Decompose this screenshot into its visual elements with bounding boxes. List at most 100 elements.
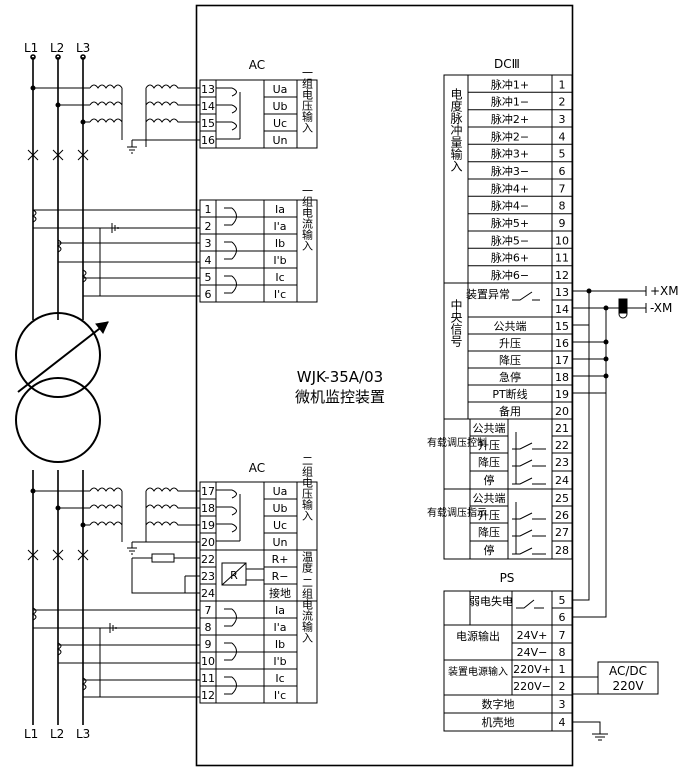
svg-text:22: 22 [555,439,569,452]
svg-text:2: 2 [205,220,212,233]
svg-text:升压: 升压 [478,439,500,452]
svg-text:温度: 温度 [301,551,314,574]
svg-text:220V+: 220V+ [513,663,551,676]
svg-text:3: 3 [205,237,212,250]
svg-text:R+: R+ [272,553,289,566]
svg-text:降压: 降压 [478,455,500,469]
ac-bottom-label: AC [249,461,265,475]
svg-text:21: 21 [555,422,569,435]
svg-text:19: 19 [201,519,215,532]
svg-text:L2: L2 [50,727,64,741]
svg-text:装置电源输入: 装置电源输入 [448,665,508,678]
pulse-pin: 10 [555,234,569,247]
ac-bottom-voltage-block: 17 18 19 20 Ua Ub Uc Un 二组电压输入 [199,455,318,551]
dc3-central-block: 中央信号 装置异常 公共端 升压 降压 急停 PT断线 备用 13 14 15 … [443,282,573,420]
svg-text:二组电流输入: 二组电流输入 [301,577,314,643]
svg-text:23: 23 [555,456,569,469]
svg-text:I'b: I'b [273,655,286,668]
transformer-icon [15,312,109,463]
xm-minus-label: -XM [650,301,672,315]
pulse-pin: 5 [559,148,566,161]
svg-text:Ib: Ib [275,638,285,651]
svg-text:公共端: 公共端 [473,492,506,505]
svg-text:24: 24 [201,587,215,600]
ac-top-voltage-block: 13 14 15 16 Ua Ub Uc Un 一组电压输入 [199,67,318,149]
svg-text:弱电失电: 弱电失电 [469,595,513,608]
svg-text:5: 5 [205,271,212,284]
svg-text:L2: L2 [50,41,64,55]
svg-text:Ub: Ub [272,100,287,113]
breaker-icons [27,149,89,561]
svg-text:停: 停 [484,543,495,557]
svg-text:20: 20 [201,536,215,549]
svg-text:二组电压输入: 二组电压输入 [301,455,314,521]
svg-text:中央信号: 中央信号 [449,298,463,347]
pulse-label: 脉冲2+ [491,112,529,126]
svg-text:17: 17 [201,485,215,498]
svg-text:Ic: Ic [275,271,284,284]
temp-sensor-wiring [131,553,200,594]
svg-text:27: 27 [555,526,569,539]
svg-text:公共端: 公共端 [494,320,527,333]
svg-text:Un: Un [272,536,287,549]
ct-top-wiring [31,209,200,297]
pt-top-wiring [30,84,200,154]
svg-text:26: 26 [555,509,569,522]
svg-text:停: 停 [484,473,495,487]
svg-text:机壳地: 机壳地 [482,715,515,729]
svg-text:电源输出: 电源输出 [456,629,500,643]
device-model: WJK-35A/03 [297,368,383,386]
pulse-pin: 4 [559,130,566,143]
svg-text:24V−: 24V− [517,646,548,659]
pulse-pin: 12 [555,269,569,282]
svg-text:备用: 备用 [499,404,521,418]
svg-text:Ia: Ia [275,604,285,617]
svg-text:18: 18 [555,371,569,384]
ground-icon [572,721,608,741]
svg-text:23: 23 [201,570,215,583]
svg-text:Ua: Ua [273,83,288,96]
svg-text:7: 7 [559,629,566,642]
svg-text:7: 7 [205,604,212,617]
svg-text:10: 10 [201,655,215,668]
svg-text:1: 1 [205,203,212,216]
ac-bottom-current-block: 7 8 9 10 11 12 Ia I'a Ib I'b Ic I'c 二组电流… [199,577,318,704]
svg-text:电度脉冲量输入: 电度脉冲量输入 [449,88,463,172]
svg-text:11: 11 [201,672,215,685]
svg-text:Ub: Ub [272,502,287,515]
svg-text:3: 3 [559,698,566,711]
pulse-pin: 11 [555,252,569,265]
svg-text:I'a: I'a [273,621,286,634]
svg-text:Ic: Ic [275,672,284,685]
ps-block: 弱电失电 5 6 电源输出 24V+ 24V− 7 8 装置电源输入 220V+… [443,590,573,732]
dc3-tap-control-block: 有载调压控制 公共端 升压 降压 停 21 22 23 24 [427,418,573,490]
svg-text:14: 14 [555,303,569,316]
xm-bus-wiring [572,286,647,618]
pulse-label: 脉冲1+ [491,77,529,91]
svg-text:13: 13 [555,286,569,299]
svg-text:14: 14 [201,100,215,113]
pulse-label: 脉冲4− [491,199,529,213]
pulse-label: 脉冲6+ [491,251,529,265]
ps-label: PS [500,571,515,585]
svg-text:2: 2 [559,680,566,693]
svg-text:R−: R− [272,570,289,583]
svg-text:220V−: 220V− [513,680,551,693]
svg-text:12: 12 [201,689,215,702]
svg-text:Ib: Ib [275,237,285,250]
svg-text:Uc: Uc [273,519,287,532]
svg-text:4: 4 [559,716,566,729]
svg-text:16: 16 [201,134,215,147]
svg-text:I'b: I'b [273,254,286,267]
svg-text:24: 24 [555,474,569,487]
svg-text:24V+: 24V+ [517,629,548,642]
svg-text:Ua: Ua [273,485,288,498]
svg-text:4: 4 [205,254,212,267]
pulse-label: 脉冲4+ [491,181,529,195]
svg-text:L1: L1 [24,41,38,55]
svg-text:8: 8 [559,646,566,659]
ac-top-label: AC [249,58,265,72]
pulse-pin: 2 [559,96,566,109]
svg-text:9: 9 [205,638,212,651]
pulse-pin: 7 [559,182,566,195]
